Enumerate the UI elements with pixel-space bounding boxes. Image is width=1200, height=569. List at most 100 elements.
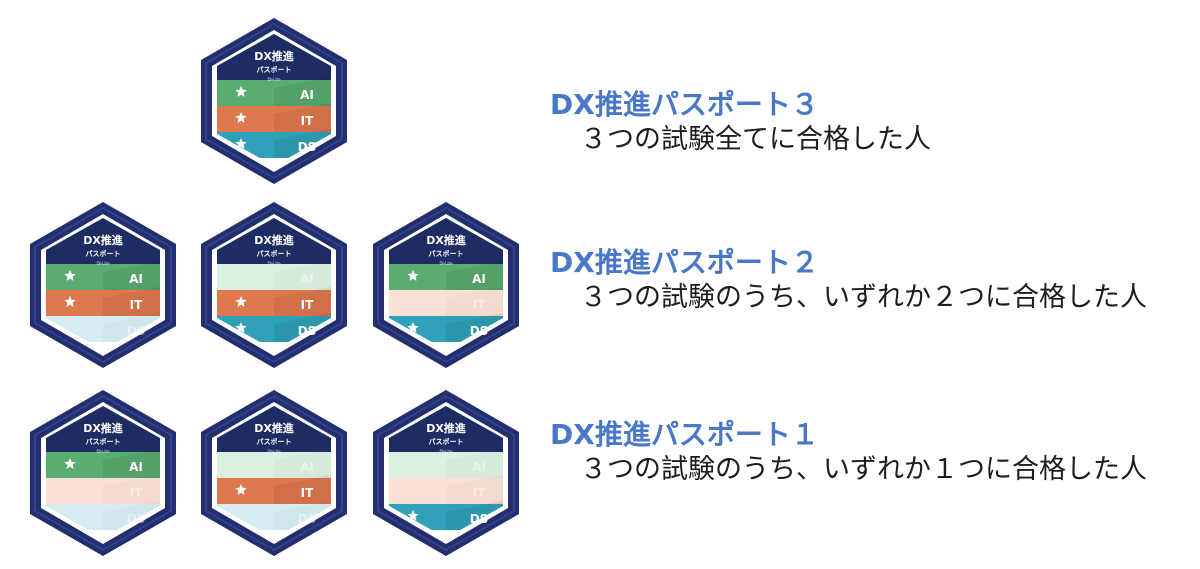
badge-layer-shade	[103, 286, 160, 316]
badge-label-ai: AI	[300, 272, 314, 286]
badge-layer-shade	[274, 102, 331, 132]
badge-title-line1: DX推進	[254, 49, 295, 63]
badge-graphic: AI IT DS DX推進パスポート DI-Lite	[373, 390, 519, 556]
badge-ring-highlight	[377, 394, 515, 552]
badge-title-line1: DX推進	[83, 421, 124, 435]
badge-label-it: IT	[130, 486, 143, 500]
badge-title-line1: DX推進	[426, 421, 467, 435]
badge-title-line2: パスポート	[429, 437, 464, 446]
badge-ring-highlight	[205, 22, 343, 180]
badge-title-line1: DX推進	[83, 233, 124, 247]
badge-layer-shade	[274, 286, 331, 316]
badge-title-line2: パスポート	[257, 437, 292, 446]
badge-layer-it	[46, 290, 160, 316]
badge-layer-shade	[446, 260, 503, 290]
badge-layer-shade	[103, 448, 160, 478]
badge-layer-shade	[274, 474, 331, 504]
badge-passport1-it: AI IT DS DX推進パスポート DI-Lite	[199, 388, 349, 558]
badge-label-ds: DS	[127, 324, 146, 338]
star-icon	[407, 322, 419, 333]
badge-label-it: IT	[130, 298, 143, 312]
badge-title-line2: パスポート	[86, 249, 121, 258]
badge-title-line3: DI-Lite	[439, 449, 453, 454]
badge-label-ds: DS	[298, 140, 317, 154]
badge-layer-it	[389, 290, 503, 316]
star-icon	[64, 296, 76, 307]
badge-label-ai: AI	[472, 460, 486, 474]
badge-layer-shade	[103, 260, 160, 290]
badge-title-line3: DI-Lite	[96, 261, 110, 266]
badge-title-line2: パスポート	[257, 249, 292, 258]
star-icon	[235, 484, 247, 495]
badge-graphic: AI IT DS DX推進パスポート DI-Lite	[373, 202, 519, 368]
badge-title-line2: パスポート	[429, 249, 464, 258]
badge-label-ai: AI	[129, 460, 143, 474]
badge-ring-highlight	[34, 206, 172, 364]
row-description: ３つの試験のうち、いずれか２つに合格した人	[580, 282, 1147, 313]
badge-title-line3: DI-Lite	[439, 261, 453, 266]
badge-label-ds: DS	[470, 512, 489, 526]
star-icon	[235, 322, 247, 333]
badge-layer-ai	[389, 264, 503, 290]
row-description: ３つの試験のうち、いずれか１つに合格した人	[580, 454, 1147, 485]
badge-label-ds: DS	[470, 324, 489, 338]
badge-layer-it	[217, 290, 331, 316]
badge-label-it: IT	[473, 298, 486, 312]
badge-layer-it	[389, 478, 503, 504]
badge-ring-highlight	[205, 394, 343, 552]
star-icon	[235, 138, 247, 149]
row-passport1: DX推進パスポート１ ３つの試験のうち、いずれか１つに合格した人	[550, 418, 1147, 488]
badge-layer-it	[46, 478, 160, 504]
badge-passport1-ds: AI IT DS DX推進パスポート DI-Lite	[371, 388, 521, 558]
badge-title-line1: DX推進	[426, 233, 467, 247]
badge-title-line2: パスポート	[257, 65, 292, 74]
badge-graphic: AI IT DS DX推進パスポート DI-Lite	[30, 390, 176, 556]
badge-label-ai: AI	[129, 272, 143, 286]
badge-label-ds: DS	[127, 512, 146, 526]
badge-layer-ai	[217, 452, 331, 478]
badge-graphic: AI IT DS DX推進パスポート DI-Lite	[201, 390, 347, 556]
row-passport2: DX推進パスポート２ ３つの試験のうち、いずれか２つに合格した人	[550, 246, 1147, 316]
badge-label-it: IT	[301, 114, 314, 128]
badge-title-line3: DI-Lite	[96, 449, 110, 454]
badge-layer-shade	[274, 76, 331, 106]
badge-label-it: IT	[301, 298, 314, 312]
star-icon	[407, 270, 419, 281]
badge-layer-ai	[46, 264, 160, 290]
star-icon	[235, 296, 247, 307]
badge-ring-highlight	[377, 206, 515, 364]
badge-label-it: IT	[301, 486, 314, 500]
row-title: DX推進パスポート１	[550, 418, 819, 451]
badge-title-line2: パスポート	[86, 437, 121, 446]
star-icon	[64, 270, 76, 281]
star-icon	[64, 458, 76, 469]
badge-title-line1: DX推進	[254, 421, 295, 435]
badge-passport2-ai-it: AI IT DS DX推進パスポート DI-Lite	[28, 200, 178, 370]
star-icon	[407, 510, 419, 521]
row-title: DX推進パスポート３	[550, 88, 819, 121]
badge-title-line3: DI-Lite	[267, 77, 281, 82]
badge-label-ds: DS	[298, 512, 317, 526]
badge-layer-ai	[46, 452, 160, 478]
badge-layer-ai	[217, 80, 331, 106]
badge-label-ds: DS	[298, 324, 317, 338]
badge-title-line3: DI-Lite	[267, 261, 281, 266]
badge-ring-highlight	[205, 206, 343, 364]
row-description: ３つの試験全てに合格した人	[580, 124, 931, 155]
badge-label-ai: AI	[472, 272, 486, 286]
badge-ring-highlight	[34, 394, 172, 552]
badge-layer-ai	[389, 452, 503, 478]
row-title: DX推進パスポート２	[550, 246, 819, 279]
badge-title-line3: DI-Lite	[267, 449, 281, 454]
row-passport3: DX推進パスポート３ ３つの試験全てに合格した人	[550, 88, 931, 158]
star-icon	[235, 112, 247, 123]
badge-label-it: IT	[473, 486, 486, 500]
badge-label-ai: AI	[300, 460, 314, 474]
badge-graphic: AI IT DS DX推進パスポート DI-Lite	[30, 202, 176, 368]
star-icon	[235, 86, 247, 97]
badge-layer-it	[217, 106, 331, 132]
